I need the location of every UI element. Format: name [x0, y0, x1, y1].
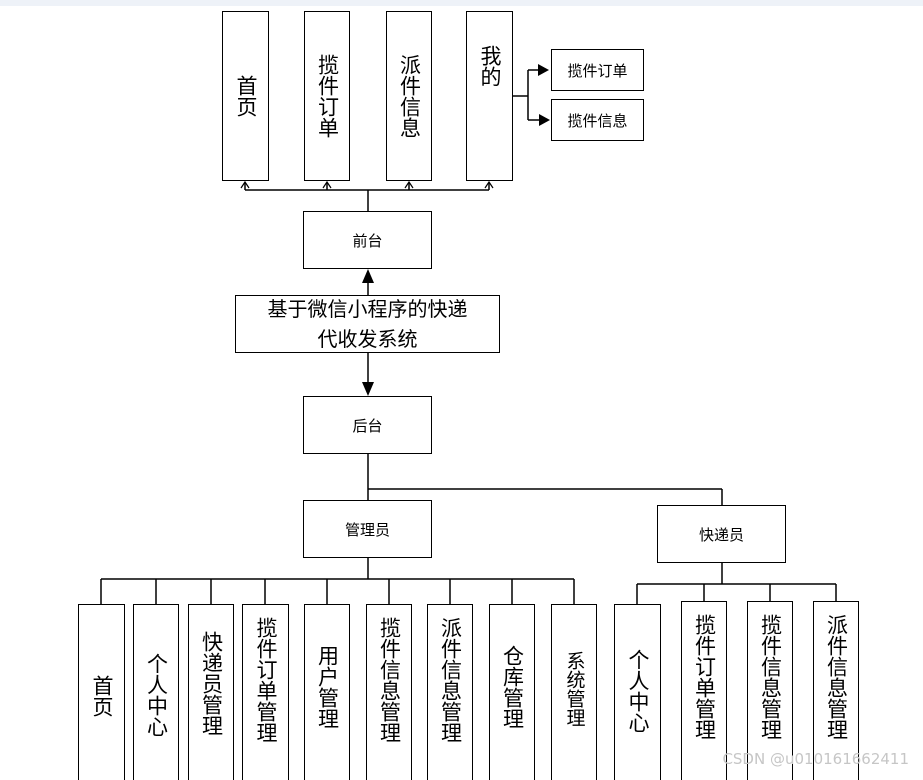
node-courier-pickup-order-mgmt: 揽件订单管理 [681, 601, 727, 780]
node-root: 基于微信小程序的快递 代收发系统 [235, 295, 500, 353]
top-strip [0, 0, 923, 6]
node-admin-profile: 个人中心 [133, 604, 179, 780]
watermark: CSDN @u010161662411 [722, 750, 909, 768]
node-front-mine: 我的 [466, 11, 513, 181]
node-admin-warehouse-mgmt: 仓库管理 [489, 604, 535, 780]
node-front-home: 首页 [222, 11, 269, 181]
node-front-pickup-order: 揽件订单 [304, 11, 350, 181]
root-title-line2: 代收发系统 [317, 327, 418, 351]
node-admin-pickup-order-mgmt: 揽件订单管理 [242, 604, 289, 780]
node-frontend: 前台 [303, 211, 432, 269]
node-admin-home: 首页 [78, 604, 125, 780]
node-courier-profile: 个人中心 [614, 604, 661, 780]
node-courier-delivery-info-mgmt: 派件信息管理 [813, 601, 859, 780]
node-admin-system-mgmt: 系统管理 [551, 604, 597, 780]
node-admin: 管理员 [303, 500, 432, 558]
node-mine-pickup-order: 揽件订单 [551, 49, 644, 91]
node-admin-courier-mgmt: 快递员管理 [188, 604, 234, 780]
node-courier-pickup-info-mgmt: 揽件信息管理 [747, 601, 793, 780]
node-mine-pickup-info: 揽件信息 [551, 99, 644, 141]
node-front-delivery-info: 派件信息 [386, 11, 432, 181]
node-admin-user-mgmt: 用户管理 [304, 604, 350, 780]
node-courier: 快递员 [657, 505, 786, 563]
root-title-line1: 基于微信小程序的快递 [267, 297, 468, 321]
node-backend: 后台 [303, 396, 432, 454]
node-admin-pickup-info-mgmt: 揽件信息管理 [366, 604, 412, 780]
node-admin-delivery-info-mgmt: 派件信息管理 [427, 604, 473, 780]
